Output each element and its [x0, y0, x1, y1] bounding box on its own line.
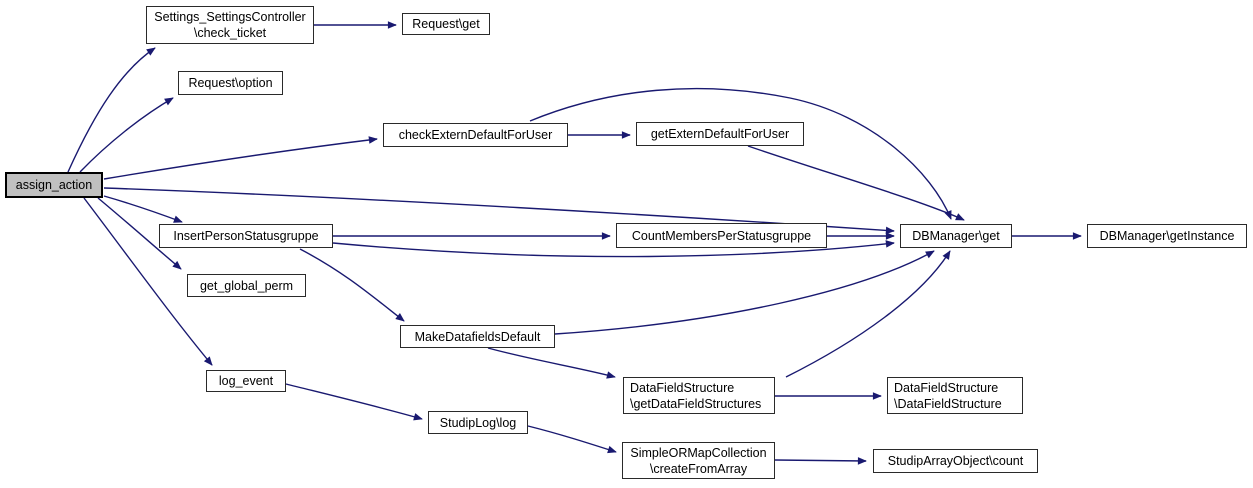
- node-assign_action[interactable]: assign_action: [5, 172, 103, 198]
- edge-InsertPersonStatusgruppe-to-MakeDatafieldsDefault: [299, 248, 405, 322]
- edge-assign_action-to-check_ticket: [67, 47, 156, 173]
- edge-assign_action-to-checkExternDefaultForUser: [103, 136, 378, 180]
- node-label: getExternDefaultForUser: [650, 127, 790, 141]
- node-SimpleORMapCollection_createFromArray[interactable]: SimpleORMapCollection \createFromArray: [622, 442, 775, 479]
- node-label: CountMembersPerStatusgruppe: [631, 228, 812, 243]
- node-get_global_perm[interactable]: get_global_perm: [187, 274, 306, 297]
- node-label: SimpleORMapCollection \createFromArray: [630, 445, 767, 476]
- node-StudipLog_log[interactable]: StudipLog\log: [428, 411, 528, 434]
- edge-assign_action-to-request_option: [79, 97, 174, 173]
- node-label: Request\option: [188, 76, 273, 90]
- node-label: get_global_perm: [199, 278, 294, 293]
- node-check_ticket[interactable]: Settings_SettingsController \check_ticke…: [146, 6, 314, 44]
- edge-StudipLog_log-to-SimpleORMapCollection_createFromArray: [527, 425, 617, 454]
- node-DBManager_get[interactable]: DBManager\get: [900, 224, 1012, 248]
- edge-SimpleORMapCollection_createFromArray-to-StudipArrayObject_count: [774, 457, 867, 465]
- node-checkExternDefaultForUser[interactable]: checkExternDefaultForUser: [383, 123, 568, 147]
- edge-assign_action-to-get_global_perm: [97, 197, 182, 270]
- node-label: InsertPersonStatusgruppe: [173, 229, 319, 243]
- edge-MakeDatafieldsDefault-to-DBManager_get: [554, 250, 935, 335]
- node-CountMembersPerStatusgruppe[interactable]: CountMembersPerStatusgruppe: [616, 223, 827, 248]
- edge-log_event-to-StudipLog_log: [285, 383, 423, 421]
- edge-assign_action-to-InsertPersonStatusgruppe: [103, 195, 183, 223]
- node-label: DataFieldStructure \DataFieldStructure: [894, 380, 1002, 411]
- node-getExternDefaultForUser[interactable]: getExternDefaultForUser: [636, 122, 804, 146]
- node-label: Settings_SettingsController \check_ticke…: [154, 10, 306, 40]
- node-label: DBManager\getInstance: [1099, 229, 1235, 243]
- edge-MakeDatafieldsDefault-to-DataFieldStructure_getDataFieldStructures: [487, 347, 616, 379]
- node-label: log_event: [218, 374, 274, 388]
- node-InsertPersonStatusgruppe[interactable]: InsertPersonStatusgruppe: [159, 224, 333, 248]
- node-log_event[interactable]: log_event: [206, 370, 286, 392]
- node-label: Request\get: [412, 17, 480, 31]
- node-request_option[interactable]: Request\option: [178, 71, 283, 95]
- edge-DataFieldStructure_getDataFieldStructures-to-DBManager_get: [785, 250, 951, 378]
- node-label: assign_action: [15, 178, 93, 192]
- node-label: StudipArrayObject\count: [887, 454, 1024, 468]
- node-label: DataFieldStructure \getDataFieldStructur…: [630, 380, 762, 411]
- edge-checkExternDefaultForUser-to-DBManager_get: [529, 87, 952, 220]
- node-MakeDatafieldsDefault[interactable]: MakeDatafieldsDefault: [400, 325, 555, 348]
- node-DataFieldStructure_DataFieldStructure[interactable]: DataFieldStructure \DataFieldStructure: [887, 377, 1023, 414]
- edge-getExternDefaultForUser-to-DBManager_get: [747, 145, 965, 221]
- node-StudipArrayObject_count[interactable]: StudipArrayObject\count: [873, 449, 1038, 473]
- node-label: checkExternDefaultForUser: [398, 128, 553, 142]
- node-label: MakeDatafieldsDefault: [414, 329, 541, 344]
- edge-InsertPersonStatusgruppe-to-DBManager_get: [332, 240, 895, 258]
- node-label: StudipLog\log: [439, 415, 517, 430]
- node-DBManager_getInstance[interactable]: DBManager\getInstance: [1087, 224, 1247, 248]
- node-request_get[interactable]: Request\get: [402, 13, 490, 35]
- edge-assign_action-to-log_event: [83, 197, 213, 366]
- node-DataFieldStructure_getDataFieldStructures[interactable]: DataFieldStructure \getDataFieldStructur…: [623, 377, 775, 414]
- node-label: DBManager\get: [912, 229, 1000, 243]
